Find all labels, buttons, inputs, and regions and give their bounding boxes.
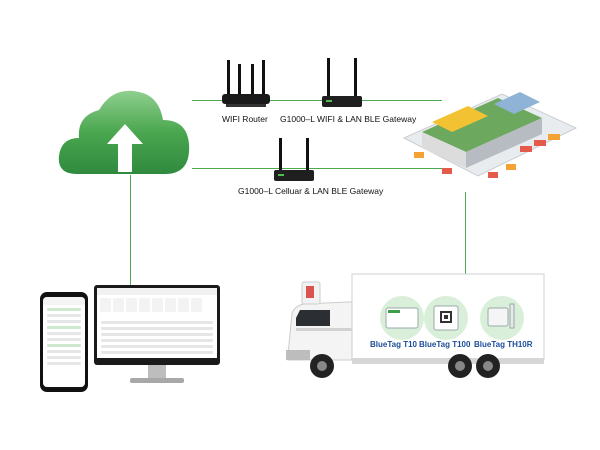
wifi-gateway-label: G1000–L WIFI & LAN BLE Gateway	[280, 114, 417, 124]
warehouse-icon	[402, 92, 578, 178]
smartphone-icon	[40, 292, 88, 392]
monitor-base	[130, 378, 184, 383]
truck-icon	[286, 273, 545, 378]
link-warehouse-truck	[465, 192, 466, 284]
monitor-stand	[148, 365, 166, 379]
link-cloud-router	[192, 100, 442, 101]
router-icon	[222, 60, 270, 107]
tag-label-th10r: BlueTag TH10R	[474, 340, 533, 349]
link-cloud-cellular	[192, 168, 442, 169]
cloud-upload-icon	[58, 90, 190, 174]
tag-label-t100: BlueTag T100	[419, 340, 471, 349]
gateway-icon	[322, 58, 362, 107]
wifi-router-label: WIFI Router	[222, 114, 268, 124]
tag-label-t10: BlueTag T10	[370, 340, 417, 349]
gateway-icon	[274, 138, 314, 181]
link-cloud-devices	[130, 175, 131, 285]
cellular-gateway-label: G1000–L Celluar & LAN BLE Gateway	[238, 186, 384, 196]
monitor-icon	[94, 285, 220, 365]
